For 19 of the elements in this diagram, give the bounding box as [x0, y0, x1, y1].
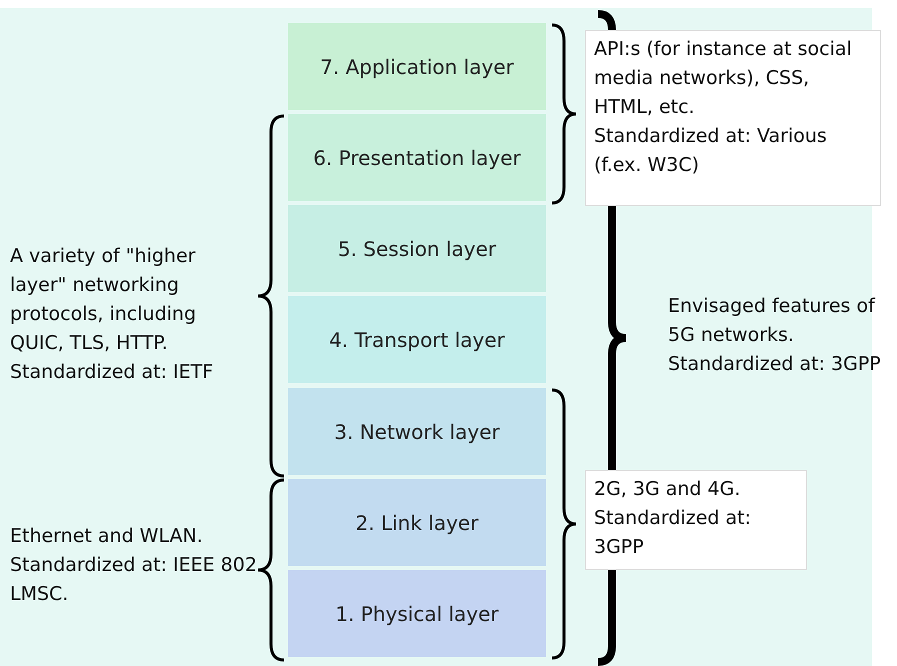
annotation-text: Standardized at: 3GPP [668, 352, 882, 377]
annotation-text: Standardized at: IEEE 802 LMSC. [10, 553, 258, 607]
layer-box: 4. Transport layer [287, 295, 547, 384]
layer-box: 5. Session layer [287, 204, 547, 293]
note-text: 2G, 3G and 4G. [594, 477, 742, 502]
layer-box: 1. Physical layer [287, 569, 547, 658]
note-box [585, 30, 881, 206]
annotation-text: Envisaged features of 5G networks. [668, 294, 876, 348]
annotation-text: A variety of "higher layer" networking protocols, including QUIC, TLS, HTTP. [10, 244, 198, 356]
layer-box: 2. Link layer [287, 478, 547, 567]
note-text: Standardized at: Various (f.ex. W3C) [594, 124, 828, 178]
layer-box: 7. Application layer [287, 22, 547, 111]
annotation-text: Standardized at: IETF [10, 360, 214, 385]
note-text: API:s (for instance at social media networks), CSS, HTML, etc. [594, 37, 853, 120]
annotation-text: Ethernet and WLAN. [10, 524, 204, 549]
layer-box: 6. Presentation layer [287, 113, 547, 202]
layer-box: 3. Network layer [287, 387, 547, 476]
note-text: Standardized at: 3GPP [594, 506, 752, 560]
note-box [585, 470, 807, 570]
